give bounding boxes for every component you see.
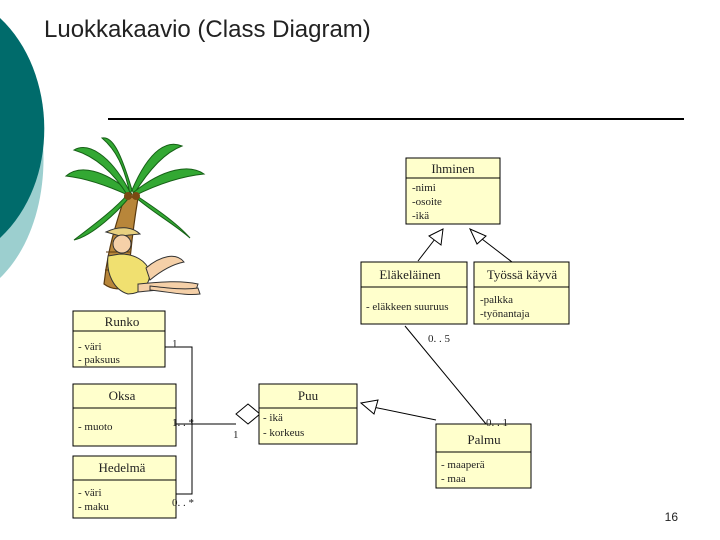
class-elakelainen-attr: - eläkkeen suuruus [366,301,448,313]
class-runko-attr: - paksuus [78,354,120,366]
class-puu-name: Puu [298,388,319,403]
multiplicity-ihminen-palmu-upper: 0. . 5 [428,333,451,345]
class-oksa-name: Oksa [109,388,136,403]
class-runko-name: Runko [105,314,140,329]
class-hedelma-attr: - väri [78,487,102,499]
page-number: 16 [664,510,678,524]
class-ihminen-attr: -ikä [412,210,429,222]
class-puu-attr: - korkeus [263,427,304,439]
class-runko [72,310,166,368]
inheritance-line-elakelainen [417,238,436,262]
association-hedelma-puu [176,424,193,495]
class-ihminen-name: Ihminen [431,161,475,176]
class-puu [258,383,358,445]
class-tyossa-kayva-attr: -työnantaja [480,308,530,320]
class-hedelma-name: Hedelmä [99,460,146,475]
inheritance-arrowhead-tyossa-kayva [468,228,487,245]
decorative-arc-teal [0,18,45,238]
class-hedelma [72,455,177,519]
class-elakelainen [360,261,468,325]
inheritance-line-tyossa-kayva [481,238,513,263]
class-palmu-name: Palmu [467,432,501,447]
slide-title: Luokkakaavio (Class Diagram) [44,16,371,43]
inheritance-arrowhead-elakelainen [428,228,444,246]
class-ihminen-attr: -osoite [412,196,442,208]
class-elakelainen-name: Eläkeläinen [379,267,441,282]
class-tyossa-kayva-name: Työssä käyvä [487,267,557,282]
multiplicity-hedelma: 0. . * [172,497,194,509]
class-tyossa-kayva-attr: -palkka [480,294,513,306]
class-oksa [72,383,177,447]
multiplicity-oksa: 1. . * [172,417,194,429]
aggregation-diamond [235,403,261,425]
class-runko-attr: - väri [78,341,102,353]
class-ihminen [405,157,501,225]
class-palmu-attr: - maa [441,473,466,485]
class-hedelma-attr: - maku [78,501,109,513]
palm-tree-illustration [64,137,206,295]
multiplicity-puu: 1 [233,429,239,441]
class-palmu-attr: - maaperä [441,459,485,471]
class-tyossa-kayva [473,261,570,325]
class-puu-attr: - ikä [263,412,283,424]
multiplicity-ihminen-palmu-lower: 0. . 1 [486,417,508,429]
multiplicity-runko: 1 [172,338,178,350]
class-oksa-attr: - muoto [78,421,113,433]
class-ihminen-attr: -nimi [412,182,436,194]
inheritance-line-palmu [372,406,437,421]
association-ihminen-palmu [404,325,487,425]
inheritance-arrowhead-palmu [359,399,379,415]
class-palmu [435,423,532,489]
